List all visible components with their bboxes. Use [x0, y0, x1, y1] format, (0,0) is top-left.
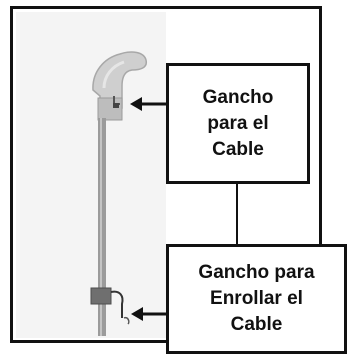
- callout-cable-wrap-hook: Gancho para Enrollar el Cable: [166, 244, 347, 354]
- lower-cable-hook: [90, 287, 130, 325]
- upper-cable-hook: [97, 96, 123, 121]
- callout-cable-hook: Gancho para el Cable: [166, 63, 310, 184]
- arrow-top: [130, 97, 166, 111]
- handle-grip: [92, 51, 148, 109]
- callout-cable-hook-label: Gancho para el Cable: [202, 86, 274, 160]
- arrow-bottom: [131, 307, 166, 321]
- pole-highlight: [100, 118, 102, 336]
- callout-cable-wrap-hook-label: Gancho para Enrollar el Cable: [198, 262, 315, 335]
